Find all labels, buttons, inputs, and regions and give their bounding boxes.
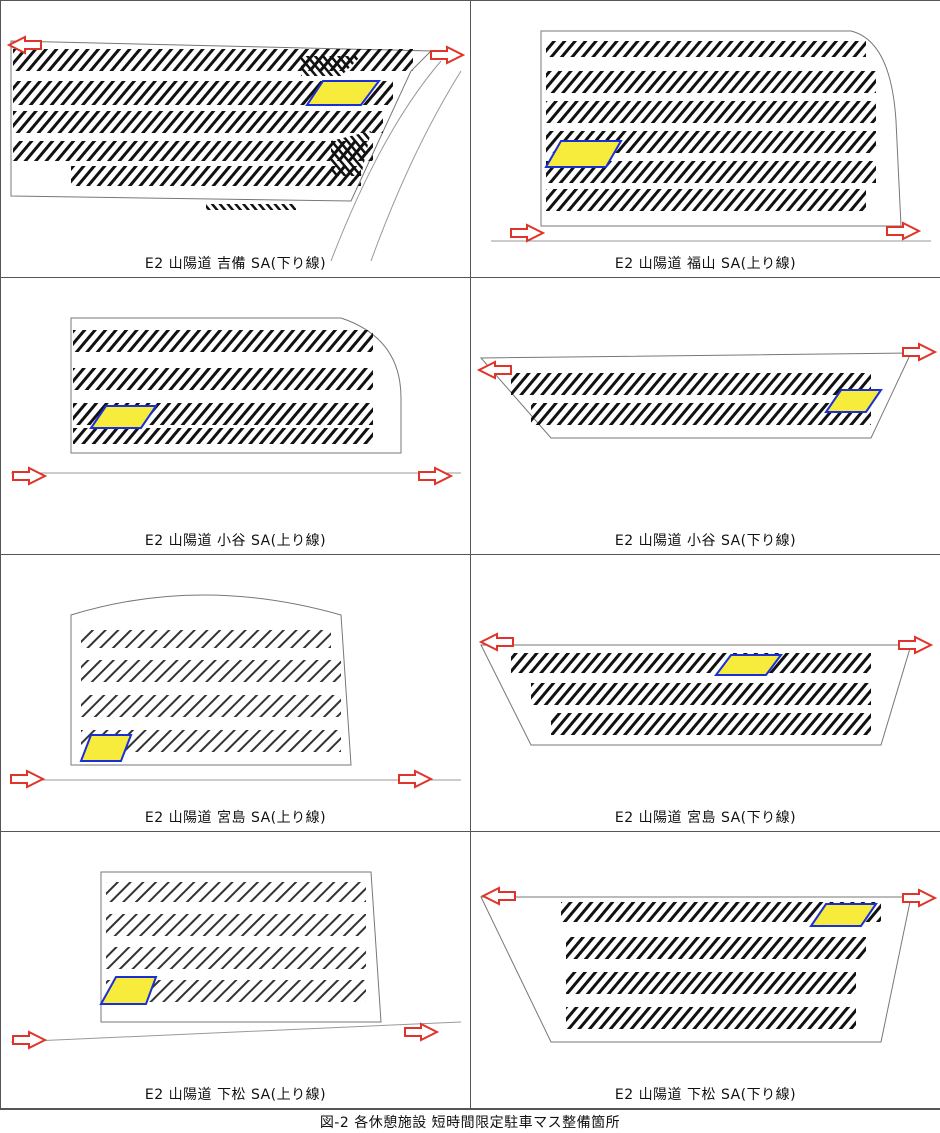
panel-kudamatsu-sa-down: E2 山陽道 下松 SA(下り線) xyxy=(471,832,940,1109)
short-time-parking-area xyxy=(305,80,381,106)
short-time-parking-area xyxy=(89,405,158,429)
panel-label: E2 山陽道 宮島 SA(上り線) xyxy=(144,810,327,826)
panel-kotani-sa-up: E2 山陽道 小谷 SA(上り線) xyxy=(1,278,471,555)
direction-arrow-icon xyxy=(12,1030,48,1050)
panel-label: E2 山陽道 下松 SA(上り線) xyxy=(144,1087,327,1103)
site-plan-miyajima-down xyxy=(478,632,934,746)
direction-arrow-icon xyxy=(480,886,516,906)
panel-label: E2 山陽道 福山 SA(上り線) xyxy=(614,256,797,272)
direction-arrow-icon xyxy=(902,888,938,908)
direction-arrow-icon xyxy=(398,769,434,789)
direction-arrow-icon xyxy=(902,342,938,362)
short-time-parking-area xyxy=(809,903,878,927)
figure-caption: 図-2 各休憩施設 短時間限定駐車マス整備箇所 xyxy=(319,1115,621,1131)
direction-arrow-icon xyxy=(6,35,42,55)
panel-label: E2 山陽道 小谷 SA(上り線) xyxy=(144,533,327,549)
panel-miyajima-sa-down: E2 山陽道 宮島 SA(下り線) xyxy=(471,555,940,832)
site-plan-kudamatsu-up xyxy=(10,871,462,1050)
short-time-parking-area xyxy=(99,976,158,1005)
short-time-parking-area xyxy=(79,734,133,762)
site-plan-kotani-up xyxy=(11,317,461,486)
figure-grid: E2 山陽道 吉備 SA(下り線) E2 山陽道 福山 SA(上り線) xyxy=(0,0,940,1110)
direction-arrow-icon xyxy=(10,769,46,789)
panel-fukuyama-sa-up: E2 山陽道 福山 SA(上り線) xyxy=(471,1,940,278)
direction-arrow-icon xyxy=(404,1022,440,1042)
panel-kibi-sa-down: E2 山陽道 吉備 SA(下り線) xyxy=(1,1,471,278)
direction-arrow-icon xyxy=(898,635,934,655)
site-plan-kibi-down xyxy=(6,35,466,262)
site-plan-kotani-down xyxy=(476,342,938,439)
panel-kudamatsu-sa-up: E2 山陽道 下松 SA(上り線) xyxy=(1,832,471,1109)
panel-kotani-sa-down: E2 山陽道 小谷 SA(下り線) xyxy=(471,278,940,555)
direction-arrow-icon xyxy=(476,360,512,380)
panel-label: E2 山陽道 小谷 SA(下り線) xyxy=(614,533,797,549)
direction-arrow-icon xyxy=(12,466,48,486)
short-time-parking-area xyxy=(714,654,783,676)
site-plan-kudamatsu-down xyxy=(480,886,938,1043)
panel-label: E2 山陽道 宮島 SA(下り線) xyxy=(614,810,797,826)
direction-arrow-icon xyxy=(510,223,546,243)
site-plan-fukuyama-up xyxy=(491,30,931,243)
panel-label: E2 山陽道 下松 SA(下り線) xyxy=(614,1087,797,1103)
panel-label: E2 山陽道 吉備 SA(下り線) xyxy=(144,256,327,272)
direction-arrow-icon xyxy=(430,45,466,65)
short-time-parking-area xyxy=(544,140,623,168)
short-time-parking-area xyxy=(824,389,883,413)
panel-miyajima-sa-up: E2 山陽道 宮島 SA(上り線) xyxy=(1,555,471,832)
direction-arrow-icon xyxy=(418,466,454,486)
site-plan-miyajima-up xyxy=(10,594,461,789)
direction-arrow-icon xyxy=(886,221,922,241)
direction-arrow-icon xyxy=(478,632,514,652)
